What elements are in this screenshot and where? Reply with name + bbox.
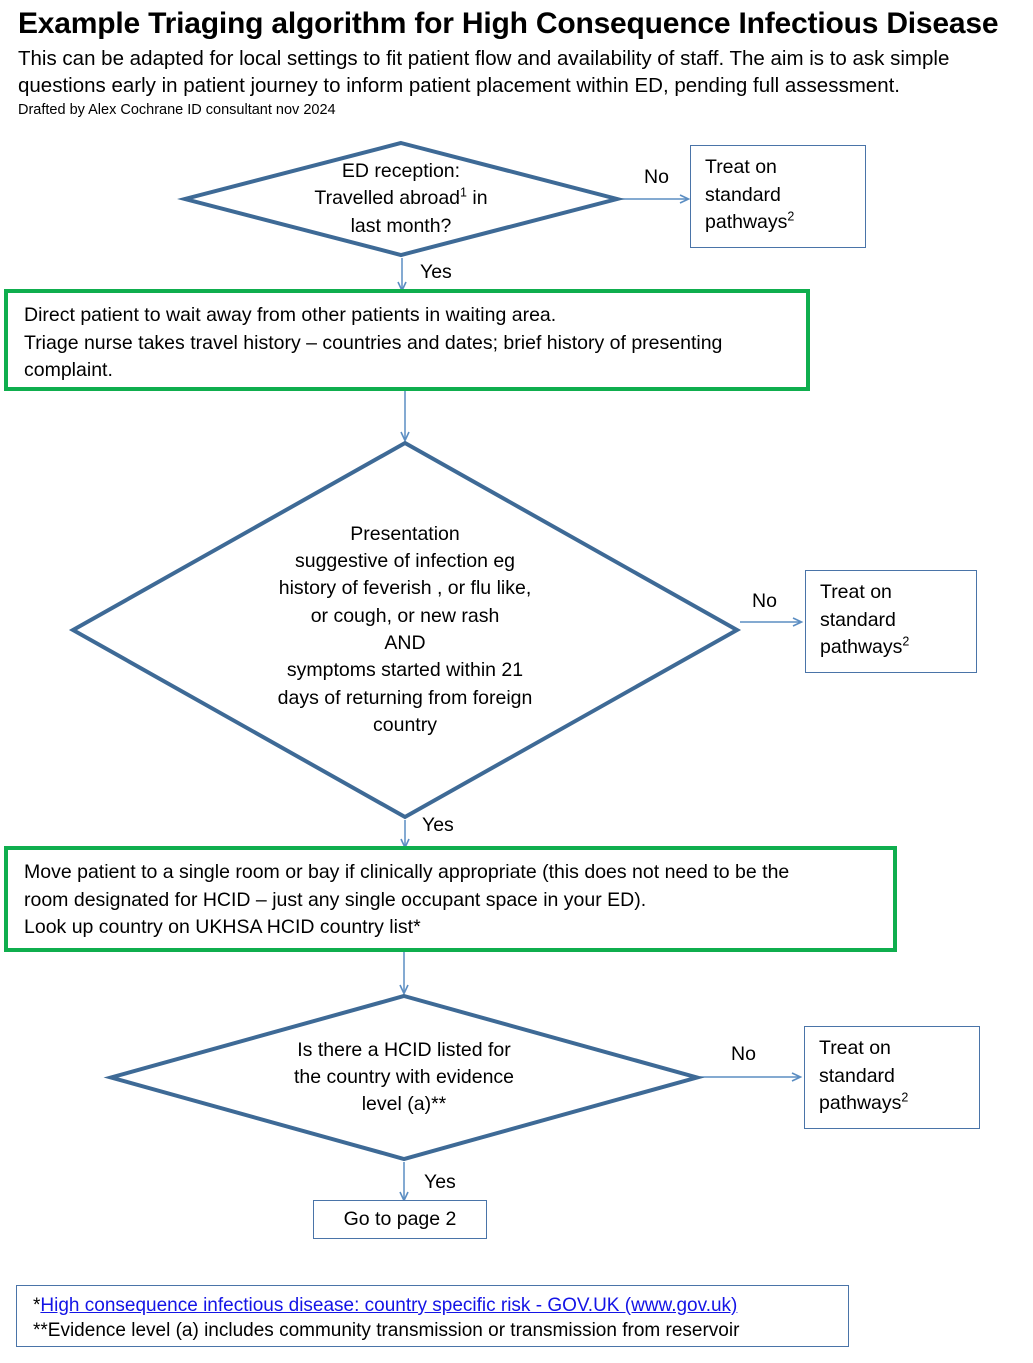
- treat-standard-pathways-box-2[interactable]: Treat on standard pathways2: [805, 570, 977, 673]
- decision-hcid-listed-text: Is there a HCID listed for the country w…: [108, 993, 700, 1162]
- decision3-line-2: the country with evidence: [293, 1065, 515, 1088]
- edge-label-no-2: No: [752, 590, 777, 612]
- diamond-shape: [68, 440, 742, 820]
- action1-line-2: Triage nurse takes travel history – coun…: [24, 331, 723, 354]
- action-direct-patient-box[interactable]: Direct patient to wait away from other p…: [4, 289, 810, 391]
- decision2-line-5: AND: [384, 632, 426, 654]
- edge-label-no-3: No: [731, 1043, 756, 1065]
- treat-standard-pathways-box-3[interactable]: Treat on standard pathways2: [804, 1026, 980, 1129]
- footnote-ref-2: 2: [901, 1090, 909, 1105]
- footnote-asterisk: *: [33, 1295, 41, 1316]
- document-byline: Drafted by Alex Cochrane ID consultant n…: [18, 101, 336, 118]
- document-subtitle: This can be adapted for local settings t…: [18, 47, 950, 97]
- decision-hcid-listed[interactable]: Is there a HCID listed for the country w…: [103, 993, 705, 1162]
- treat1-line-2: standard: [705, 183, 781, 206]
- decision2-line-3: history of feverish , or flu like,: [278, 577, 532, 600]
- action1-line-3: complaint.: [24, 359, 113, 382]
- edge-label-yes-2: Yes: [422, 814, 454, 836]
- diamond-shape: [103, 993, 705, 1162]
- treat3-line-2: standard: [819, 1064, 895, 1087]
- decision2-line-4: or cough, or new rash: [310, 604, 500, 627]
- edge-label-yes-1: Yes: [420, 261, 452, 283]
- edge-label-yes-3: Yes: [424, 1171, 456, 1193]
- decision-presentation-suggestive[interactable]: Presentation suggestive of infection eg …: [68, 440, 742, 820]
- footnote-ref-1: 1: [460, 185, 467, 200]
- treat2-line-3: pathways2: [820, 634, 910, 659]
- action2-line-3: Look up country on UKHSA HCID country li…: [24, 916, 421, 939]
- treat2-line-2: standard: [820, 608, 896, 631]
- document-header: Example Triaging algorithm for High Cons…: [18, 7, 1018, 119]
- treat3-line-3: pathways2: [819, 1090, 909, 1115]
- treat-standard-pathways-box-1[interactable]: Treat on standard pathways2: [690, 145, 866, 248]
- action2-line-2: room designated for HCID – just any sing…: [24, 888, 647, 911]
- footnotes-box: *High consequence infectious disease: co…: [16, 1285, 849, 1347]
- decision2-line-6: symptoms started within 21: [286, 659, 524, 682]
- treat3-line-1: Treat on: [819, 1037, 891, 1059]
- decision2-line-7: days of returning from foreign: [277, 686, 533, 709]
- decision1-line-2: Travelled abroad1 in: [314, 185, 488, 210]
- treat1-line-1: Treat on: [705, 156, 777, 178]
- decision1-line-3: last month?: [350, 214, 452, 237]
- action2-line-1: Move patient to a single room or bay if …: [24, 861, 790, 883]
- footnote-ref-2: 2: [787, 209, 795, 224]
- decision3-line-1: Is there a HCID listed for: [297, 1038, 511, 1061]
- gov-uk-link[interactable]: High consequence infectious disease: cou…: [40, 1295, 738, 1316]
- decision-presentation-text: Presentation suggestive of infection eg …: [70, 440, 740, 820]
- go-to-page-2-box[interactable]: Go to page 2: [313, 1200, 487, 1239]
- go-to-page-2-label: Go to page 2: [343, 1208, 457, 1230]
- action-move-patient-box[interactable]: Move patient to a single room or bay if …: [4, 846, 897, 952]
- decision-ed-reception-text: ED reception: Travelled abroad1 in last …: [182, 140, 620, 258]
- diamond-shape: [177, 140, 625, 258]
- action1-line-1: Direct patient to wait away from other p…: [24, 304, 557, 326]
- footnote-line-1: *High consequence infectious disease: co…: [33, 1293, 838, 1318]
- decision2-line-8: country: [373, 713, 437, 736]
- footnote-line-2: **Evidence level (a) includes community …: [33, 1320, 740, 1342]
- treat2-line-1: Treat on: [820, 581, 892, 603]
- decision3-line-3: level (a)**: [361, 1093, 447, 1116]
- decision2-line-1: Presentation: [350, 522, 460, 545]
- treat1-line-3: pathways2: [705, 209, 795, 234]
- decision1-line-1: ED reception:: [341, 160, 461, 183]
- decision-ed-reception[interactable]: ED reception: Travelled abroad1 in last …: [177, 140, 625, 258]
- page-title: Example Triaging algorithm for High Cons…: [18, 7, 999, 40]
- edge-label-no-1: No: [644, 166, 669, 188]
- footnote-ref-2: 2: [902, 634, 910, 649]
- decision2-line-2: suggestive of infection eg: [294, 550, 516, 573]
